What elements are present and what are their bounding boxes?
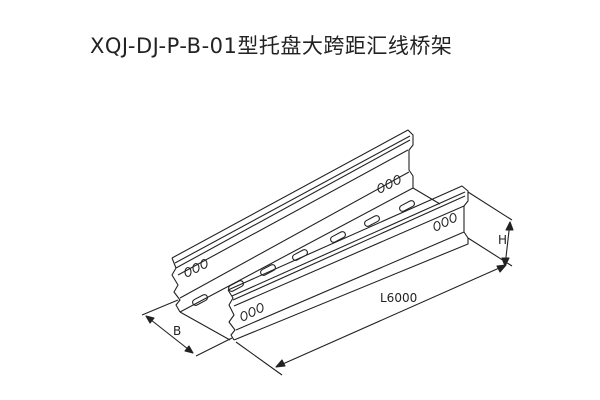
dimension-b-label: B: [173, 324, 181, 338]
tray-bottom: [179, 187, 441, 341]
dimension-h-label: H: [498, 233, 507, 247]
back-side-wall: [171, 129, 414, 313]
front-side-wall: [227, 185, 469, 341]
dimension-width: B: [141, 299, 233, 357]
dimension-height: H: [467, 191, 514, 267]
dimension-l-label: L6000: [380, 291, 417, 305]
page-title: XQJ-DJ-P-B-01型托盘大跨距汇线桥架: [90, 34, 453, 58]
dimension-length: L6000: [235, 264, 507, 376]
